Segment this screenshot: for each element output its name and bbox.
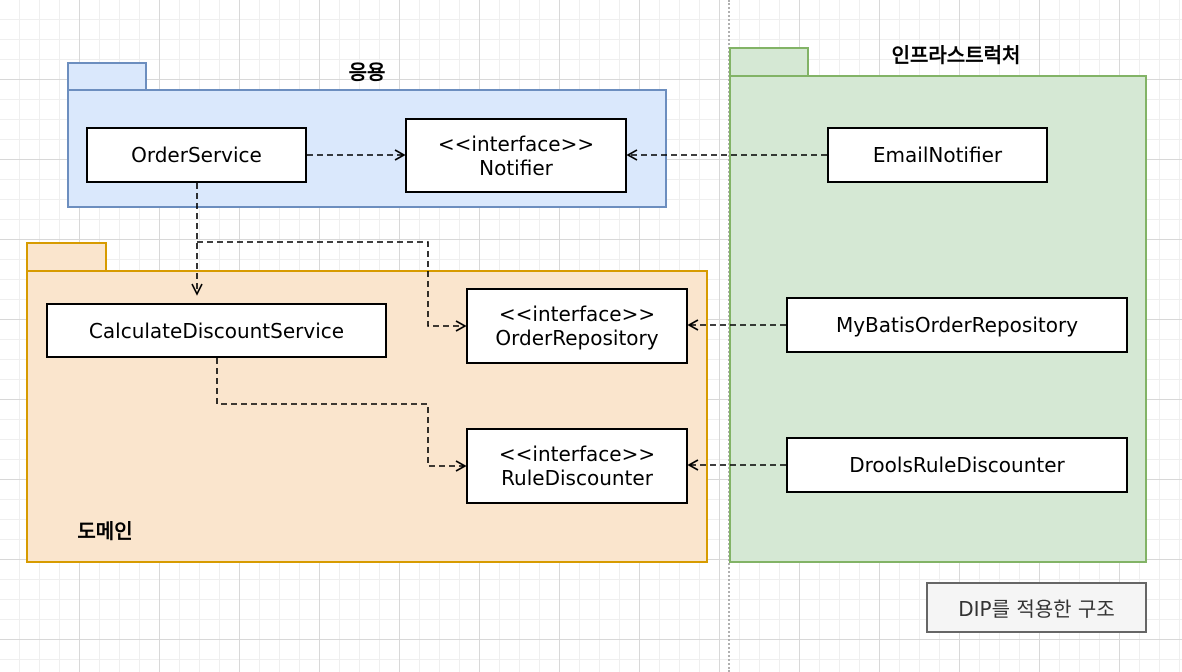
- arrowhead-rulediscounter-right: [687, 459, 699, 471]
- arrowhead-orderrepository-left: [455, 320, 467, 332]
- mybatis-order-repository-node[interactable]: MyBatisOrderRepository: [786, 297, 1128, 353]
- notifier-interface-node[interactable]: <<interface>> Notifier: [405, 118, 627, 193]
- calculate-discount-service-node[interactable]: CalculateDiscountService: [46, 303, 387, 358]
- arrowhead-rulediscounter-left: [455, 460, 467, 472]
- edge-orderservice-to-orderrepository: [197, 241, 464, 327]
- rule-discounter-label: RuleDiscounter: [501, 466, 653, 490]
- notifier-stereotype: <<interface>>: [437, 131, 595, 156]
- caption-box: DIP를 적용한 구조: [926, 582, 1147, 633]
- order-service-label: OrderService: [131, 143, 262, 167]
- mybatis-order-repository-label: MyBatisOrderRepository: [835, 313, 1079, 337]
- order-repository-interface-node[interactable]: <<interface>> OrderRepository: [466, 288, 688, 364]
- rule-discounter-stereotype: <<interface>>: [498, 442, 656, 466]
- notifier-label: Notifier: [479, 155, 553, 180]
- caption-text: DIP를 적용한 구조: [958, 597, 1115, 621]
- infrastructure-package-title: 인프라스트럭처: [891, 43, 1021, 67]
- infrastructure-package-tab: [729, 47, 809, 77]
- arrowhead-notifier-right: [626, 149, 638, 161]
- calculate-discount-service-label: CalculateDiscountService: [88, 318, 345, 343]
- domain-package-tab: [26, 242, 107, 272]
- order-repository-stereotype: <<interface>>: [498, 302, 656, 326]
- order-repository-label: OrderRepository: [495, 326, 659, 350]
- edge-calculatediscountservice-to-rulediscounter: [216, 358, 464, 467]
- application-package-title: 응용: [348, 60, 386, 84]
- email-notifier-node[interactable]: EmailNotifier: [827, 127, 1048, 183]
- email-notifier-label: EmailNotifier: [872, 143, 1003, 167]
- domain-package-title: 도메인: [77, 519, 133, 543]
- drools-rule-discounter-node[interactable]: DroolsRuleDiscounter: [786, 437, 1128, 493]
- order-service-node[interactable]: OrderService: [86, 127, 307, 183]
- arrowhead-calculatediscountservice: [191, 283, 203, 296]
- rule-discounter-interface-node[interactable]: <<interface>> RuleDiscounter: [466, 428, 688, 504]
- drools-rule-discounter-label: DroolsRuleDiscounter: [849, 453, 1065, 477]
- arrowhead-notifier-left: [394, 149, 406, 161]
- arrowhead-orderrepository-right: [687, 319, 699, 331]
